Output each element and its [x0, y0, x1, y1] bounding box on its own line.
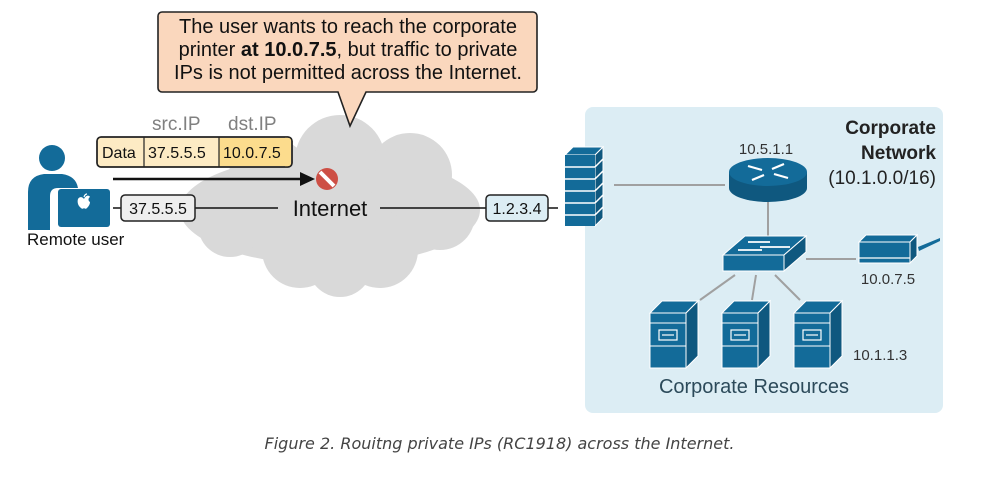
figure-caption: Figure 2. Rouitng private IPs (RC1918) a…: [264, 434, 735, 453]
packet-field-dst: 10.0.7.5: [223, 145, 281, 162]
callout-line-2-bold: at 10.0.7.5: [240, 39, 337, 61]
network-links: [614, 184, 856, 301]
switch-icon: [721, 234, 808, 273]
packet-field-data: Data: [102, 145, 136, 162]
public-ip-box: [485, 194, 549, 222]
remote-user-label: Remote user: [27, 230, 125, 249]
public-ip: 1.2.3.4: [493, 201, 542, 218]
dst-ip-label: dst.IP: [228, 114, 277, 135]
corporate-network-title-2: Network: [861, 143, 936, 164]
corporate-network-subnet: (10.1.0.0/16): [828, 168, 936, 189]
printer-icon: [857, 233, 940, 265]
no-entry-icon: [316, 168, 338, 190]
firewall-icon: [563, 145, 605, 228]
callout-text: The user wants to reach the corporate pr…: [158, 16, 538, 85]
callout-line-2-pre: printer: [178, 39, 241, 61]
server-icon: [648, 299, 700, 370]
person-with-laptop-icon: [28, 145, 110, 230]
printer-ip: 10.0.7.5: [861, 271, 915, 288]
internet-cloud: [180, 115, 480, 297]
packet-field-src: 37.5.5.5: [148, 145, 206, 162]
callout: [157, 11, 538, 129]
router-icon: [729, 158, 807, 202]
remote-ip: 37.5.5.5: [129, 201, 187, 218]
packet: Data 37.5.5.5 10.0.7.5: [96, 136, 293, 168]
router-ip: 10.5.1.1: [739, 141, 793, 158]
internet-label: Internet: [293, 196, 368, 221]
server-icon: [792, 299, 844, 370]
corporate-network-title-1: Corporate: [845, 118, 936, 139]
server-ip: 10.1.1.3: [853, 347, 907, 364]
callout-line-2-post: , but traffic to private: [336, 39, 518, 61]
callout-line-2: printer at 10.0.7.5, but traffic to priv…: [158, 39, 538, 62]
server-icon: [720, 299, 772, 370]
traffic-arrow: [113, 172, 315, 186]
remote-ip-box: [120, 194, 196, 222]
src-ip-label: src.IP: [152, 114, 201, 135]
callout-line-1: The user wants to reach the corporate: [179, 16, 517, 38]
corporate-resources-label: Corporate Resources: [659, 376, 849, 398]
callout-line-3: IPs is not permitted across the Internet…: [174, 62, 522, 84]
